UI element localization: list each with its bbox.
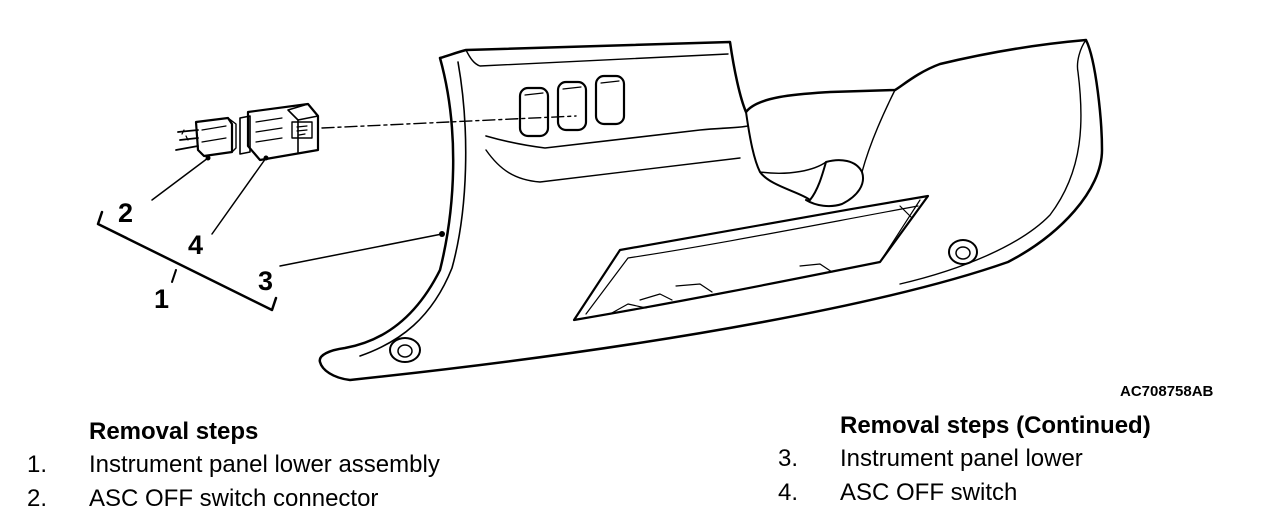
mounting-hole-left	[389, 337, 421, 363]
instrument-panel-lower-part	[318, 38, 1104, 382]
switch-opening-1	[518, 86, 550, 138]
leader-line-2	[151, 157, 209, 201]
column-notch	[745, 111, 864, 208]
storage-opening	[572, 194, 930, 322]
removal-steps-continued-heading: Removal steps (Continued)	[840, 412, 1151, 439]
asc-off-switch-connector-part	[175, 116, 237, 158]
step-label: ASC OFF switch	[840, 479, 1018, 506]
installation-line	[321, 115, 577, 129]
step-label: ASC OFF switch connector	[89, 485, 379, 512]
callout-1: 1	[154, 284, 169, 314]
callout-2: 2	[118, 198, 133, 228]
leader-line-3	[279, 233, 443, 267]
removal-steps-heading: Removal steps	[89, 418, 259, 445]
step-number: 3.	[778, 445, 799, 472]
figure-code: AC708758AB	[1120, 383, 1214, 400]
switch-bay-ridge	[485, 125, 749, 149]
step-label: Instrument panel lower	[840, 445, 1083, 472]
assembly-bracket	[96, 210, 278, 312]
panel-right-rim	[899, 39, 1087, 285]
connector-wires	[175, 129, 199, 151]
switch-opening-2	[556, 80, 588, 132]
switch-bay-ridge-lower	[485, 149, 741, 183]
callout-4: 4	[188, 230, 203, 260]
exploded-view-diagram: 1 2 3 4	[96, 38, 1104, 382]
panel-outline	[318, 38, 1104, 382]
step-number: 4.	[778, 479, 799, 506]
step-number: 2.	[27, 485, 48, 512]
mounting-hole-right	[948, 239, 978, 265]
step-label: Instrument panel lower assembly	[89, 451, 440, 478]
callout-3: 3	[258, 266, 273, 296]
asc-off-switch-part	[239, 102, 320, 162]
step-number: 1.	[27, 451, 48, 478]
leader-line-4	[211, 157, 267, 235]
panel-top-rim	[465, 49, 729, 67]
switch-opening-3	[594, 74, 626, 126]
